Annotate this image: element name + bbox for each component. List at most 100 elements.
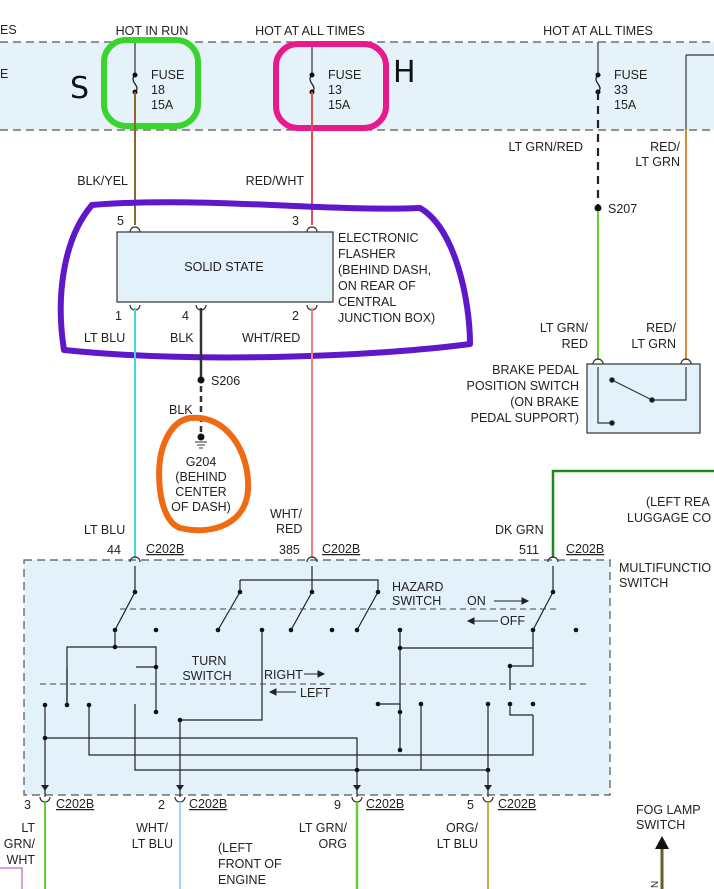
fog-lamp-arrow-icon (655, 836, 669, 849)
ground-label-line-4: OF DASH) (171, 500, 231, 514)
wire-label-red-lt-grn-top-2: LT GRN (635, 155, 680, 169)
hazard-off-arrow-icon (466, 617, 498, 625)
ground-g204-point (197, 433, 205, 441)
fuse-33-number: 33 (614, 83, 628, 97)
ground-highlight (156, 414, 252, 534)
mfs-bottom-pin-5: 5 (467, 798, 474, 812)
brake-switch-label-line-3: (ON BRAKE (510, 395, 579, 409)
fuse-13-number: 13 (328, 83, 342, 97)
wire-label-red-lt-grn-bottom-1: RED/ (646, 321, 676, 335)
multifunction-label-line-1: MULTIFUNCTIO (619, 561, 711, 575)
flasher-description: ELECTRONIC FLASHER (BEHIND DASH, ON REAR… (338, 231, 435, 325)
turn-left-label: LEFT (300, 686, 331, 700)
flasher-desc-line-5: CENTRAL (338, 295, 396, 309)
ground-label-line-1: G204 (186, 455, 217, 469)
source-label-hot-at-all-times-13: HOT AT ALL TIMES (255, 24, 365, 38)
source-label-hot-in-run: HOT IN RUN (116, 24, 189, 38)
hazard-label-line-1: HAZARD (392, 580, 443, 594)
hazard-on-arrow-icon (494, 597, 530, 605)
multifunction-switch-box (23, 559, 611, 796)
flasher-pin-5-connector (129, 226, 141, 233)
mfs-bottom-conn-9: C202B (366, 797, 404, 811)
mfs-bottom-conn-5: C202B (498, 797, 536, 811)
mfs-top-pin-511: 511 (519, 543, 539, 557)
fuse-18-handwritten-note: S (70, 71, 89, 106)
mfs-top-wire-wht-red-2: RED (276, 522, 302, 536)
fuse-33-label: FUSE (614, 68, 647, 82)
mfs-contact-dots (42, 589, 579, 773)
splice-s207-label: S207 (608, 202, 637, 216)
splice-s206 (197, 376, 205, 384)
flasher-box-label: SOLID STATE (184, 260, 263, 274)
mfs-top-conn-385: C202B (322, 542, 360, 556)
wire-label-lt-grn-wht-1: LT (21, 821, 35, 835)
brake-switch-label-line-1: BRAKE PEDAL (492, 363, 579, 377)
mfs-bottom-conn-3: C202B (56, 797, 94, 811)
fuse-33-rating: 15A (614, 98, 637, 112)
wire-label-org-lt-blu-2: LT BLU (437, 837, 478, 851)
mfs-top-wire-wht-red-1: WHT/ (270, 507, 302, 521)
brake-switch-contact-icon (597, 367, 687, 426)
front-engine-ref-line-3: ENGINE (218, 873, 266, 887)
multifunction-label-line-2: SWITCH (619, 576, 668, 590)
wire-label-lt-grn-red-bottom-2: RED (562, 337, 588, 351)
turn-right-label: RIGHT (264, 668, 303, 682)
fuse-13-label: FUSE (328, 68, 361, 82)
hazard-on-label: ON (467, 594, 486, 608)
hazard-label-line-2: SWITCH (392, 594, 441, 608)
mfs-top-connectors (129, 556, 559, 563)
splice-s207 (594, 204, 602, 212)
mfs-bottom-arrows (41, 785, 492, 791)
power-bus-edge-label-top: ES (0, 23, 17, 37)
mfs-bottom-pin-9: 9 (334, 798, 341, 812)
mfs-top-wire-lt-blu: LT BLU (84, 523, 125, 537)
flasher-desc-line-6: JUNCTION BOX) (338, 311, 435, 325)
luggage-ref-line-1: (LEFT REA (646, 495, 710, 509)
flasher-pin-1: 1 (115, 309, 122, 323)
mfs-bottom-connectors (39, 796, 494, 803)
turn-label-line-1: TURN (192, 654, 227, 668)
wire-label-blk-yel: BLK/YEL (77, 174, 128, 188)
brake-switch-box (586, 363, 701, 434)
wire-label-lt-grn-wht-2: GRN/ (4, 837, 36, 851)
wire-label-lt-grn-wht-3: WHT (7, 853, 36, 867)
fuse-13-highlight (273, 41, 389, 131)
wire-label-blk-flasher: BLK (170, 331, 194, 345)
luggage-ref-line-2: LUGGAGE CO (627, 511, 711, 525)
mfs-internal-wiring (44, 566, 554, 785)
flasher-pin-4: 4 (182, 309, 189, 323)
flasher-desc-line-3: (BEHIND DASH, (338, 263, 431, 277)
wire-label-red-lt-grn-bottom-2: LT GRN (631, 337, 676, 351)
wire-label-org-lt-blu-1: ORG/ (446, 821, 478, 835)
wire-label-wht-lt-blu-1: WHT/ (136, 821, 168, 835)
wire-label-wht-red-flasher: WHT/RED (242, 331, 300, 345)
power-bus-panel (0, 42, 714, 130)
brake-switch-pin-left-connector (592, 358, 604, 365)
wire-label-lt-grn-red-top: LT GRN/RED (508, 140, 583, 154)
wire-label-lt-blu-flasher: LT BLU (84, 331, 125, 345)
flasher-box (116, 231, 334, 303)
mfs-top-wire-dk-grn: DK GRN (495, 523, 544, 537)
brake-switch-label-line-4: PEDAL SUPPORT) (471, 411, 579, 425)
mfs-bottom-pin-3: 3 (24, 798, 31, 812)
left-edge-fragment-box (0, 867, 23, 889)
wire-label-red-lt-grn-top-1: RED/ (650, 140, 680, 154)
wire-dk-grn (551, 469, 714, 558)
ground-label-line-2: (BEHIND (175, 470, 226, 484)
fog-lamp-pin: N (650, 881, 661, 888)
flasher-pin-3-connector (306, 226, 318, 233)
fuse-18-label: FUSE (151, 68, 184, 82)
ground-label-line-3: CENTER (175, 485, 226, 499)
fuse-18-rating: 15A (151, 98, 174, 112)
flasher-desc-line-4: ON REAR OF (338, 279, 416, 293)
mfs-bottom-pin-2: 2 (158, 798, 165, 812)
fog-lamp-label-line-2: SWITCH (636, 818, 685, 832)
mfs-top-conn-511: C202B (566, 542, 604, 556)
front-engine-ref-line-2: FRONT OF (218, 857, 282, 871)
front-engine-ref-line-1: (LEFT (218, 841, 253, 855)
wire-label-lt-grn-org-1: LT GRN/ (299, 821, 348, 835)
flasher-desc-line-1: ELECTRONIC (338, 231, 419, 245)
ground-symbol-icon (195, 441, 207, 449)
flasher-desc-line-2: FLASHER (338, 247, 396, 261)
